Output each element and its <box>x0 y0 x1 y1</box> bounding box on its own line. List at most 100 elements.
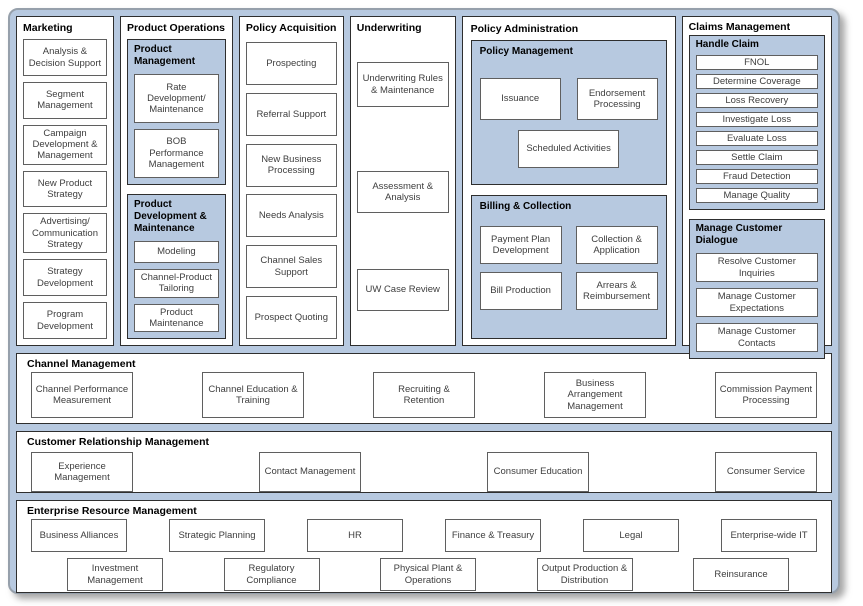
capability-box: Strategy Development <box>23 259 107 297</box>
capability-box: Bill Production <box>479 272 562 311</box>
group-title: Product Management <box>133 44 196 68</box>
capability-box: Scheduled Activities <box>517 130 620 169</box>
capability-box: Physical Plant & Operations <box>380 558 476 591</box>
capability-box: Commission Payment Processing <box>715 372 817 418</box>
capability-box: BOB Performance Management <box>133 128 219 178</box>
capability-box: Experience Management <box>31 452 133 492</box>
capability-box: Settle Claim <box>695 150 819 166</box>
band-row: Investment Management Regulatory Complian… <box>27 558 821 591</box>
capability-box: Resolve Customer Inquiries <box>695 253 819 283</box>
capability-box: Analysis & Decision Support <box>23 39 107 76</box>
capability-box: Manage Customer Expectations <box>695 288 819 318</box>
band-row: Experience Management Contact Management C… <box>27 452 821 492</box>
group-title: Policy Management <box>479 46 573 58</box>
capability-box: Campaign Development & Management <box>23 124 107 165</box>
column-title: Marketing <box>23 22 73 34</box>
capability-box: Fraud Detection <box>695 169 819 185</box>
capability-box: Determine Coverage <box>695 74 819 90</box>
capability-box: New Business Processing <box>245 143 337 187</box>
capability-box: Prospect Quoting <box>245 295 337 339</box>
capability-box: Loss Recovery <box>695 93 819 109</box>
capability-box: Channel-Product Tailoring <box>133 269 219 298</box>
band-row: Channel Performance Measurement Channel E… <box>27 372 821 418</box>
capability-box: Manage Quality <box>695 188 819 204</box>
capability-box: Endorsement Processing <box>576 78 658 121</box>
capability-box: Investment Management <box>67 558 163 591</box>
band-title: Channel Management <box>27 358 136 370</box>
capability-box: Business Arrangement Management <box>544 372 646 418</box>
capability-box: Modeling <box>133 240 219 264</box>
group-title: Manage Customer Dialogue <box>695 223 783 247</box>
capability-box: Channel Education & Training <box>202 372 304 418</box>
capability-box: Channel Performance Measurement <box>31 372 133 418</box>
capability-box: Arrears & Reimbursement <box>575 272 658 311</box>
capability-box: Reinsurance <box>693 558 789 591</box>
capability-box: Issuance <box>479 78 561 121</box>
capability-box: Payment Plan Development <box>479 226 562 265</box>
capability-box: Needs Analysis <box>245 194 337 238</box>
group-row: Issuance Endorsement Processing <box>479 78 658 121</box>
capability-box: UW Case Review <box>356 269 449 312</box>
capability-box: FNOL <box>695 55 819 71</box>
capability-box: Investigate Loss <box>695 112 819 128</box>
capability-box: Underwriting Rules & Maintenance <box>356 62 449 108</box>
capability-box: HR <box>307 519 403 552</box>
capability-box: Consumer Education <box>487 452 589 492</box>
column-title: Underwriting <box>356 22 422 34</box>
capability-box: Evaluate Loss <box>695 131 819 147</box>
column-title: Policy Administration <box>470 23 579 35</box>
group-title: Billing & Collection <box>479 201 572 213</box>
capability-box: Manage Customer Contacts <box>695 323 819 353</box>
capability-box: Strategic Planning <box>169 519 265 552</box>
column-title: Product Operations <box>126 22 225 34</box>
capability-box: New Product Strategy <box>23 170 107 208</box>
capability-box: Output Production & Distribution <box>536 558 633 591</box>
capability-box: Contact Management <box>259 452 361 492</box>
capability-box: Referral Support <box>245 92 337 136</box>
capability-box: Channel Sales Support <box>245 245 337 289</box>
band-title: Customer Relationship Management <box>27 436 210 448</box>
capability-box: Rate Development/ Maintenance <box>133 74 219 123</box>
band-row: Business Alliances Strategic Planning HR Fi… <box>27 519 821 552</box>
capability-box: Business Alliances <box>31 519 127 552</box>
capability-box: Consumer Service <box>715 452 817 492</box>
capability-box: Legal <box>583 519 679 552</box>
capability-box: Assessment & Analysis <box>356 171 449 214</box>
capability-box: Program Development <box>23 302 107 339</box>
capability-box: Product Maintenance <box>133 303 219 332</box>
capability-box: Recruiting & Retention <box>373 372 475 418</box>
capability-box: Advertising/ Communication Strategy <box>23 213 107 254</box>
group-title: Handle Claim <box>695 39 759 51</box>
group-row: Scheduled Activities <box>480 130 658 169</box>
column-title: Claims Management <box>688 21 791 33</box>
capability-box: Prospecting <box>245 42 337 86</box>
capability-box: Enterprise-wide IT <box>721 519 817 552</box>
band-title: Enterprise Resource Management <box>27 505 197 517</box>
capability-box: Regulatory Compliance <box>223 558 320 591</box>
column-title: Policy Acquisition <box>245 22 337 34</box>
capability-box: Finance & Treasury <box>445 519 541 552</box>
group-title: Product Development & Maintenance <box>133 198 207 234</box>
